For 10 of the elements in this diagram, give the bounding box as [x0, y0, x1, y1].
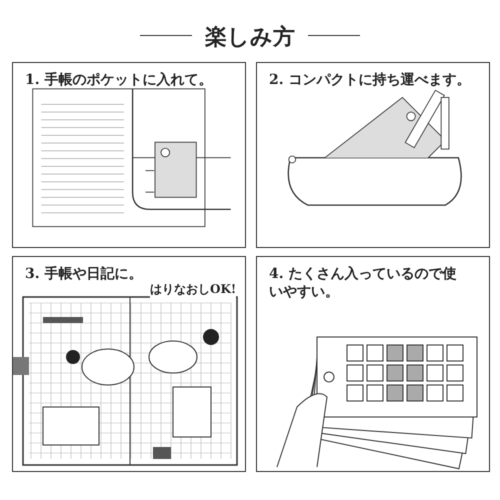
panel [256, 62, 490, 248]
title: 楽しみ方 [204, 23, 296, 52]
note-text: はりなおしOK! [150, 281, 236, 298]
panel [12, 256, 246, 472]
panel [12, 62, 246, 248]
panel-heading: 2. コンパクトに持ち運べます。 [269, 71, 470, 89]
panel [256, 256, 490, 472]
panel-heading: 1. 手帳のポケットに入れて。 [25, 71, 212, 89]
panel-heading: 4. たくさん入っているので使いやすい。 [269, 265, 458, 301]
panel-heading: 3. 手帳や日記に。 [25, 265, 142, 283]
